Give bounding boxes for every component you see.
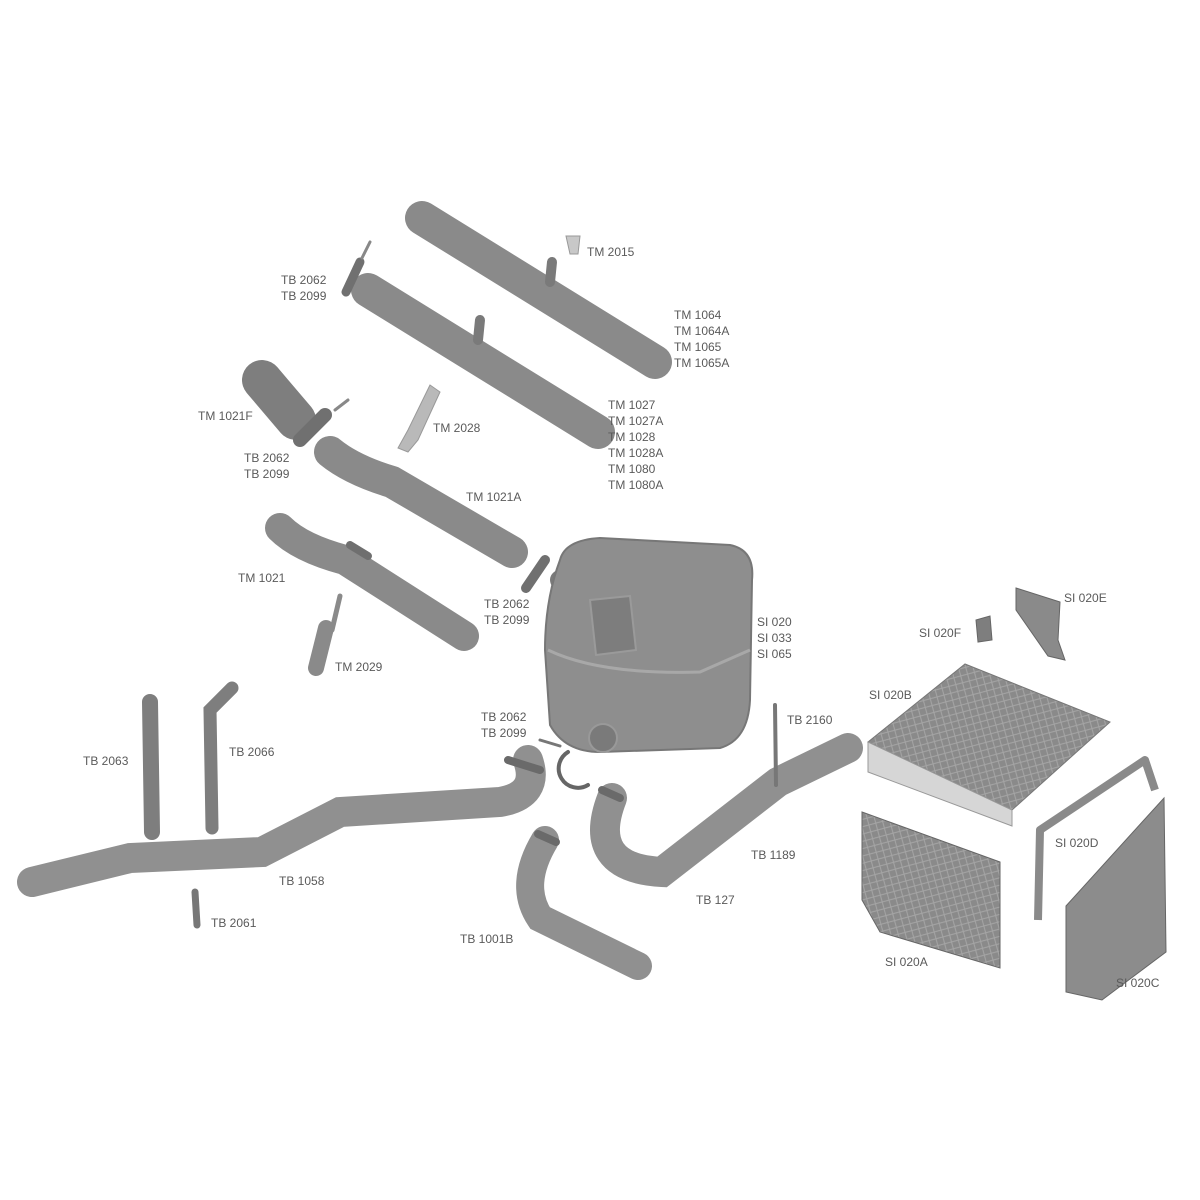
- part-number-text: TM 1028A: [608, 446, 664, 460]
- part-clamp-muffler-in: [521, 555, 550, 593]
- part-tb2160: [773, 703, 778, 787]
- part-number-text: TB 2099: [481, 726, 527, 740]
- label-clamp-top: TB 2062 TB 2099: [281, 272, 326, 304]
- label-clamp-muffler-in: TB 2062 TB 2099: [484, 596, 529, 628]
- part-number-text: TM 1065: [674, 340, 722, 354]
- part-number-text: TM 1027: [608, 398, 656, 412]
- part-si020d: [1034, 756, 1159, 921]
- label-clamp-mid: TB 2062 TB 2099: [244, 450, 289, 482]
- part-si020c: [1065, 796, 1167, 1001]
- part-number-text: TM 1065A: [674, 356, 730, 370]
- part-tm1021a: [314, 436, 528, 568]
- part-number-text: TM 2029: [335, 660, 383, 674]
- part-number-text: TM 1064: [674, 308, 722, 322]
- label-tm1021a: TM 1021A: [466, 489, 521, 505]
- part-number-text: SI 033: [757, 631, 792, 645]
- label-tm1021f: TM 1021F: [198, 408, 253, 424]
- label-tm1027-group: TM 1027 TM 1027A TM 1028 TM 1028A TM 1080 TM …: [608, 397, 663, 493]
- part-number-text: TB 1058: [279, 874, 325, 888]
- part-number-text: TM 2015: [587, 245, 635, 259]
- part-tm2028: [397, 384, 441, 453]
- label-tb127: TB 127: [696, 892, 735, 908]
- part-number-text: TB 2062: [484, 597, 530, 611]
- label-tb1058: TB 1058: [279, 873, 324, 889]
- part-muffler-si020: [543, 536, 754, 754]
- label-si020b: SI 020B: [869, 687, 912, 703]
- part-tb1058: [17, 745, 546, 897]
- part-tb2066: [203, 681, 239, 835]
- label-tm2029: TM 2029: [335, 659, 382, 675]
- part-si020f: [975, 615, 993, 643]
- part-number-text: TB 2099: [244, 467, 290, 481]
- part-number-text: TB 2099: [484, 613, 530, 627]
- part-number-text: TB 2062: [244, 451, 290, 465]
- part-number-text: TB 2066: [229, 745, 275, 759]
- part-number-text: TB 1001B: [460, 932, 514, 946]
- part-number-text: TM 1027A: [608, 414, 664, 428]
- label-tm2028: TM 2028: [433, 420, 480, 436]
- label-clamp-muffler-out: TB 2062 TB 2099: [481, 709, 526, 741]
- part-tm2029: [329, 593, 343, 633]
- part-tb127-tb1189: [590, 733, 863, 888]
- label-tb1001b: TB 1001B: [460, 931, 513, 947]
- part-tb2063: [142, 694, 160, 840]
- part-number-text: TM 1021: [238, 571, 286, 585]
- part-number-text: SI 020D: [1055, 836, 1099, 850]
- label-tb2063: TB 2063: [83, 753, 128, 769]
- part-number-text: TB 2062: [281, 273, 327, 287]
- part-number-text: TB 2062: [481, 710, 527, 724]
- part-number-text: TB 2061: [211, 916, 257, 930]
- label-si020-group: SI 020 SI 033 SI 065: [757, 614, 792, 662]
- label-tm1064-group: TM 1064 TM 1064A TM 1065 TM 1065A: [674, 307, 729, 371]
- part-clamp-mid: [293, 408, 332, 447]
- part-number-text: SI 020E: [1064, 591, 1107, 605]
- part-si020b: [867, 663, 1111, 827]
- part-tm1064-pipe: [405, 201, 672, 379]
- part-number-text: TM 1028: [608, 430, 656, 444]
- part-number-text: TM 2028: [433, 421, 481, 435]
- label-si020e: SI 020E: [1064, 590, 1107, 606]
- label-tm1021: TM 1021: [238, 570, 285, 586]
- label-si020a: SI 020A: [885, 954, 928, 970]
- part-number-text: TM 1021F: [198, 409, 253, 423]
- part-number-text: SI 065: [757, 647, 792, 661]
- part-number-text: TB 2160: [787, 713, 833, 727]
- part-tb1001b: [516, 826, 652, 980]
- part-number-text: SI 020F: [919, 626, 962, 640]
- part-number-text: SI 020A: [885, 955, 928, 969]
- part-number-text: TM 1064A: [674, 324, 730, 338]
- part-tm1021: [265, 513, 479, 651]
- part-clamp-top: [341, 257, 365, 297]
- part-number-text: SI 020C: [1116, 976, 1160, 990]
- part-number-text: TB 1189: [751, 848, 796, 862]
- part-tb2061: [191, 888, 201, 929]
- label-si020f: SI 020F: [919, 625, 961, 641]
- label-si020d: SI 020D: [1055, 835, 1098, 851]
- part-number-text: SI 020B: [869, 688, 912, 702]
- part-number-text: TB 2063: [83, 754, 129, 768]
- part-tm1021f: [242, 360, 316, 440]
- part-si020a: [861, 811, 1001, 969]
- label-tb1189: TB 1189: [751, 847, 795, 863]
- label-si020c: SI 020C: [1116, 975, 1159, 991]
- part-clamp-muffler-out: [556, 750, 590, 790]
- label-tm2015: TM 2015: [587, 244, 634, 260]
- part-number-text: TM 1021A: [466, 490, 522, 504]
- part-number-text: TM 1080A: [608, 478, 664, 492]
- part-number-text: SI 020: [757, 615, 792, 629]
- part-number-text: TM 1080: [608, 462, 656, 476]
- label-tb2160: TB 2160: [787, 712, 832, 728]
- label-tb2066: TB 2066: [229, 744, 274, 760]
- part-number-text: TB 127: [696, 893, 735, 907]
- label-tb2061: TB 2061: [211, 915, 256, 931]
- part-si020e: [1015, 587, 1066, 661]
- part-number-text: TB 2099: [281, 289, 327, 303]
- part-tm1027-pipe: [351, 273, 615, 449]
- part-tm2015: [565, 235, 581, 255]
